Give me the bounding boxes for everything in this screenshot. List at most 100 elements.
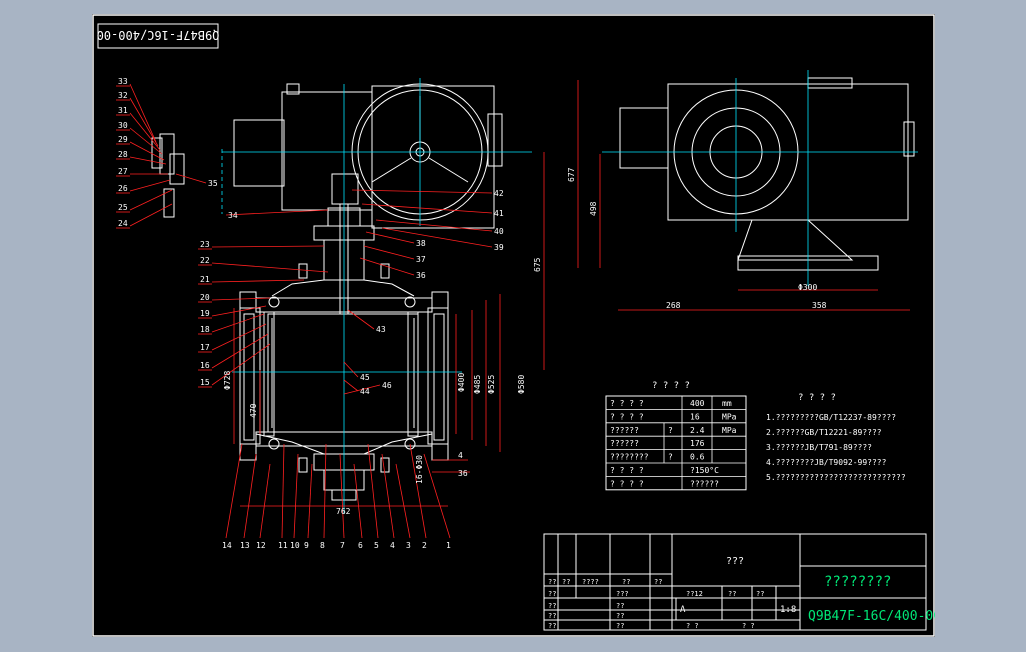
tech-note-4: 4.????????JB/T9092-99???? <box>766 458 887 467</box>
tech-note-5: 5.??????????????????????????? <box>766 473 906 482</box>
part-number-27: 27 <box>118 167 128 176</box>
part-number-18: 18 <box>200 325 210 334</box>
dim-400: Φ400 <box>457 373 466 392</box>
tb-mid-1: ??? <box>616 590 629 598</box>
part-number-37: 37 <box>416 255 426 264</box>
dim-580: Φ580 <box>517 375 526 394</box>
tb-misc-3: ?? <box>728 590 736 598</box>
dim-498: 498 <box>589 201 598 216</box>
part-number-20: 20 <box>200 293 210 302</box>
part-number-28: 28 <box>118 150 128 159</box>
param-label: ?????? <box>610 426 639 435</box>
top-view <box>619 77 915 271</box>
dim-268: 268 <box>666 301 681 310</box>
param-value: 16 <box>690 412 700 421</box>
tech-note-1: 1.?????????GB/T12237-89???? <box>766 413 896 422</box>
part-number-26: 26 <box>118 184 128 193</box>
part-number-17: 17 <box>200 343 210 352</box>
param-label: ? ? ? ? <box>610 466 644 475</box>
top-view-centerlines <box>602 70 918 286</box>
part-number-32: 32 <box>118 91 128 100</box>
part-number-1: 1 <box>446 541 451 550</box>
tb-label-c4: ?? <box>548 622 556 630</box>
part-number-44: 44 <box>360 387 370 396</box>
part-number-41: 41 <box>494 209 504 218</box>
part-number-2: 2 <box>422 541 427 550</box>
param-label: ? ? ? ? <box>610 479 644 488</box>
tb-mid-4: ?? <box>616 622 624 630</box>
tech-notes: 1.?????????GB/T12237-89???? 2.??????GB/T… <box>766 413 906 482</box>
param-flag: ? <box>668 453 673 462</box>
tb-label-c2: ?? <box>548 602 556 610</box>
param-value: 176 <box>690 439 705 448</box>
top-view-dimensions <box>577 80 910 311</box>
stamp-box: Q9B47F-16C/400-00 <box>97 23 220 49</box>
param-value: ?????? <box>690 479 719 488</box>
part-number-30: 30 <box>118 121 128 130</box>
param-flag: ? <box>668 426 673 435</box>
part-number-4: 4 <box>390 541 395 550</box>
part-number-46: 46 <box>382 381 392 390</box>
part-number-35: 35 <box>208 179 218 188</box>
part-number-6: 6 <box>358 541 363 550</box>
part-number-12: 12 <box>256 541 266 550</box>
param-value: ?150°C <box>690 466 719 475</box>
tb-drawing-no: Q9B47F-16C/400-00 <box>808 609 935 624</box>
part-number-38: 38 <box>416 239 426 248</box>
param-value: 400 <box>690 399 705 408</box>
dim-36: 36 <box>458 469 468 478</box>
part-number-16: 16 <box>200 361 210 370</box>
tb-misc-1: ??12 <box>686 590 703 598</box>
front-dimension-labels: Φ728 470 Φ400 Φ485 Φ525 Φ580 762 675 4 3… <box>223 257 542 516</box>
param-label: ? ? ? ? <box>610 399 644 408</box>
dim-300: Φ300 <box>798 283 817 292</box>
part-number-31: 31 <box>118 106 128 115</box>
part-number-22: 22 <box>200 256 210 265</box>
part-number-43: 43 <box>376 325 386 334</box>
param-unit: MPa <box>722 426 737 435</box>
param-unit: MPa <box>722 412 737 421</box>
tech-title: ? ? ? ? <box>798 393 836 403</box>
stamp-text: Q9B47F-16C/400-00 <box>97 28 220 42</box>
part-number-24: 24 <box>118 219 128 228</box>
drawing-sheet: Q9B47F-16C/400-00 <box>92 14 941 637</box>
part-numbers: 3332313029282726252423222120191817161535… <box>118 77 504 550</box>
part-number-8: 8 <box>320 541 325 550</box>
dim-358: 358 <box>812 301 827 310</box>
part-number-25: 25 <box>118 203 128 212</box>
part-number-39: 39 <box>494 243 504 252</box>
tb-label-r1: ?? <box>548 578 556 586</box>
tb-drawing-title: ???????? <box>824 574 891 590</box>
part-number-10: 10 <box>290 541 300 550</box>
front-view <box>233 83 503 501</box>
tb-scale: 1:8 <box>780 605 796 615</box>
tb-label-r2: ?? <box>562 578 570 586</box>
tb-label-c3: ?? <box>548 612 556 620</box>
dim-762: 762 <box>336 507 351 516</box>
dim-470: 470 <box>249 403 258 418</box>
tech-note-3: 3.??????JB/T791-89???? <box>766 443 872 452</box>
part-number-36: 36 <box>416 271 426 280</box>
part-number-23: 23 <box>200 240 210 249</box>
dim-675: 675 <box>533 257 542 272</box>
dim-728: Φ728 <box>223 371 232 390</box>
dim-677: 677 <box>567 167 576 182</box>
tb-mid-2: ?? <box>616 602 624 610</box>
param-label: ?????? <box>610 439 639 448</box>
param-value: 0.6 <box>690 453 705 462</box>
front-centerlines <box>221 78 532 514</box>
param-title: ? ? ? ? <box>652 381 690 391</box>
tb-label-r4: ?? <box>622 578 630 586</box>
part-number-5: 5 <box>374 541 379 550</box>
dim-4: 4 <box>458 451 463 460</box>
part-number-42: 42 <box>494 189 504 198</box>
part-number-3: 3 <box>406 541 411 550</box>
tb-label-r3: ???? <box>582 578 599 586</box>
param-label: ? ? ? ? <box>610 412 644 421</box>
part-number-29: 29 <box>118 135 128 144</box>
part-number-11: 11 <box>278 541 288 550</box>
tb-grade: A <box>680 605 686 615</box>
dim-525: Φ525 <box>487 375 496 394</box>
tech-note-2: 2.??????GB/T12221-89???? <box>766 428 882 437</box>
